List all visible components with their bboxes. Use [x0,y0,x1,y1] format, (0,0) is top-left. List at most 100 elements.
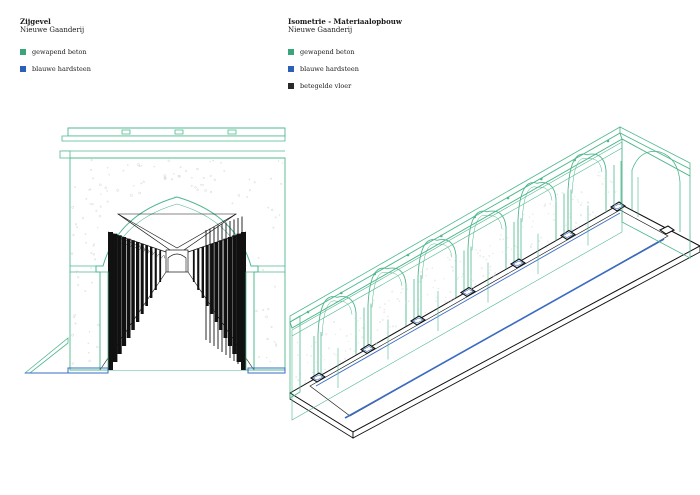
concrete-speckle [578,226,579,228]
concrete-speckle [473,286,475,288]
concrete-speckle [257,257,260,259]
concrete-speckle [379,306,382,309]
concrete-speckle [267,308,270,311]
concrete-speckle [90,159,93,161]
concrete-speckle [407,300,410,303]
concrete-speckle [271,208,274,212]
concrete-speckle [572,184,574,187]
column-base [559,229,577,241]
arch-inner [521,186,553,223]
concrete-speckle [270,326,273,328]
column-base [309,372,327,383]
concrete-speckle [420,295,423,298]
tiled-floor [309,209,669,417]
legend-title: Zijgevel [20,17,51,26]
arch-inner [421,243,453,280]
concrete-speckle [489,265,492,268]
concrete-speckle [312,371,314,374]
column-left [140,243,144,314]
concrete-speckle [89,203,91,205]
concrete-speckle [563,235,566,238]
concrete-speckle [506,237,509,239]
concrete-speckle [500,234,502,236]
concrete-speckle [383,311,386,314]
concrete-speckle [445,296,447,298]
concrete-speckle [540,236,543,239]
concrete-speckle [489,245,491,247]
arch-opening [95,196,259,370]
concrete-speckle [357,342,359,344]
concrete-speckle [537,243,539,245]
concrete-speckle [599,175,601,177]
concrete-speckle [515,264,518,266]
concrete-speckle [452,269,454,272]
concrete-speckle [320,355,323,358]
concrete-speckle [480,267,483,270]
concrete-speckle [569,216,571,218]
end-wall [621,138,691,259]
tunnel-end-arch [167,253,187,272]
side-elevation-drawing [23,127,286,374]
concrete-speckle [482,274,485,277]
floor-slab-front [352,245,700,439]
concrete-speckle [404,323,407,325]
front-column [245,271,255,371]
drain-spout [227,129,237,135]
concrete-speckle [77,270,79,273]
concrete-speckle [396,298,399,301]
arch-inner [371,272,403,308]
legend-subtitle: Nieuwe Gaanderij [20,26,85,34]
column-left [136,242,140,322]
concrete-speckle [353,350,356,352]
concrete-speckle [90,267,92,269]
concrete-speckle [543,205,546,208]
concrete-speckle [585,224,587,227]
concrete-speckle [104,186,107,189]
concrete-speckle [488,272,490,274]
concrete-speckle [450,300,453,302]
concrete-speckle [88,331,91,333]
concrete-speckle [273,341,276,343]
concrete-speckle [604,192,607,195]
concrete-speckle [577,201,580,203]
concrete-speckle [71,362,74,365]
concrete-speckle [400,291,402,294]
concrete-speckle [488,254,491,257]
concrete-speckle [448,258,451,261]
concrete-speckle [611,181,614,184]
concrete-speckle [71,333,74,337]
concrete-speckle [477,252,479,254]
concrete-speckle [544,203,547,206]
concrete-swatch [20,48,26,55]
concrete-speckle [209,191,213,194]
column-base [409,315,427,326]
concrete-speckle [91,203,94,206]
concrete-speckle [372,299,375,302]
arch [417,239,457,319]
column-base [359,343,377,355]
concrete-speckle [361,336,364,339]
drain-spout [540,177,543,181]
concrete-speckle [369,337,371,339]
column-left [154,248,157,290]
concrete-speckle [530,243,533,246]
stone-swatch [288,65,294,72]
concrete-speckle [108,173,111,176]
concrete-speckle [220,162,222,164]
column-right [219,240,223,330]
concrete-speckle [443,278,445,280]
concrete-speckle [74,322,77,325]
concrete-speckle [607,191,610,193]
concrete-speckle [571,198,574,201]
legend-item-concrete: gewapend beton [288,43,402,60]
column-base [609,201,627,212]
concrete-speckle [323,359,326,361]
concrete-speckle [277,160,280,162]
concrete-speckle [269,361,271,363]
concrete-speckle [561,192,564,194]
concrete-speckle [72,233,75,236]
concrete-speckle [344,350,347,352]
legend-label: blauwe hardsteen [300,64,359,73]
drain-spout [506,196,510,200]
concrete-speckle [391,290,394,293]
